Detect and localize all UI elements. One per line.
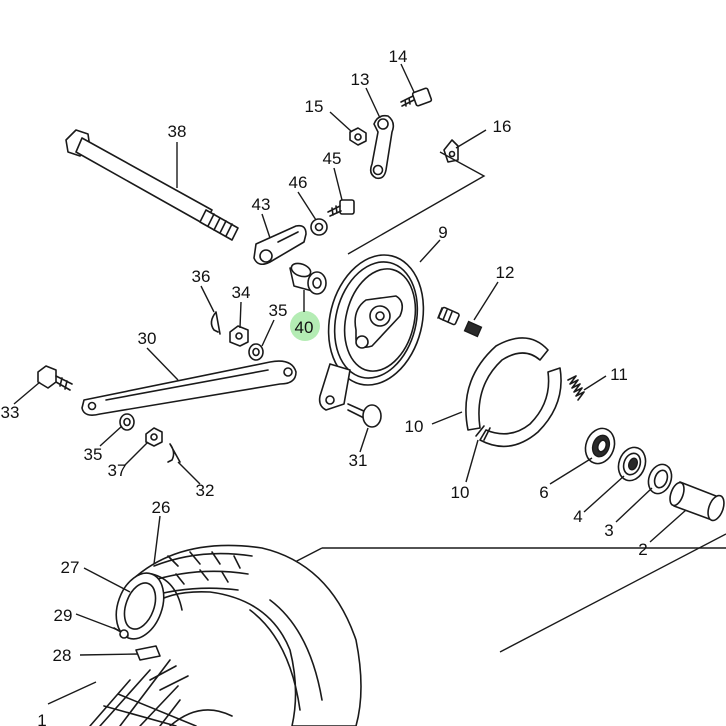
callout-46: 46: [289, 173, 308, 192]
callout-16: 16: [493, 117, 512, 136]
callout-35-upper: 35: [269, 301, 288, 320]
part-32-cotter-pin[interactable]: [167, 443, 181, 463]
callout-34: 34: [232, 283, 251, 302]
part-36-cotter-pin[interactable]: [210, 311, 221, 335]
part-34-nut[interactable]: [229, 325, 249, 347]
callout-10-lower: 10: [451, 483, 470, 502]
part-11-spring[interactable]: [567, 375, 585, 401]
callout-4: 4: [573, 507, 582, 526]
part-4-bearing[interactable]: [614, 444, 650, 485]
part-46-washer[interactable]: [310, 218, 328, 236]
callout-43: 43: [252, 195, 271, 214]
part-38-axle[interactable]: [65, 129, 239, 241]
part-40-spacer[interactable]: [289, 261, 327, 295]
callout-11: 11: [610, 365, 628, 384]
part-37-nut[interactable]: [145, 427, 163, 447]
callout-35-lower: 35: [84, 445, 103, 464]
callout-9: 9: [438, 223, 447, 242]
part-1-wheel[interactable]: [89, 659, 233, 726]
callout-6: 6: [539, 483, 548, 502]
part-35-washer-lower[interactable]: [119, 413, 135, 431]
part-2-spacer[interactable]: [667, 481, 726, 523]
part-27-sleeve[interactable]: [108, 567, 183, 646]
callout-37: 37: [108, 461, 127, 480]
part-3-ring[interactable]: [645, 461, 676, 497]
callout-26: 26: [152, 498, 171, 517]
part-35-washer-upper[interactable]: [248, 343, 264, 361]
callout-30: 30: [138, 329, 157, 348]
part-29-valve[interactable]: [113, 627, 129, 639]
part-14-bolt[interactable]: [400, 87, 433, 107]
part-9-brake-plate[interactable]: [315, 245, 436, 411]
callout-40: 40: [295, 318, 314, 337]
callout-10-upper: 10: [405, 417, 424, 436]
part-45-bolt[interactable]: [327, 199, 355, 217]
callout-28: 28: [53, 646, 72, 665]
part-12-cam[interactable]: [437, 306, 483, 338]
callout-38: 38: [168, 122, 187, 141]
callout-12: 12: [496, 263, 515, 282]
part-33-bolt[interactable]: [37, 365, 73, 391]
callout-45: 45: [323, 149, 342, 168]
part-28-nipple[interactable]: [135, 645, 161, 661]
part-10-brake-shoes[interactable]: [465, 337, 562, 448]
callout-31: 31: [349, 451, 368, 470]
callout-27: 27: [61, 558, 80, 577]
callout-32: 32: [196, 481, 215, 500]
highlight-marker: [290, 311, 320, 341]
callout-3: 3: [604, 521, 613, 540]
callout-labels: 14 13 15 16 38 45 46 43 9 36 34 12 35 40…: [1, 47, 648, 726]
callout-15: 15: [305, 97, 324, 116]
leader-lines: [13, 63, 687, 656]
callout-29: 29: [54, 606, 73, 625]
part-30-torque-arm[interactable]: [81, 360, 297, 416]
part-13-link[interactable]: [369, 114, 395, 180]
callout-1: 1: [37, 711, 46, 726]
callout-33: 33: [1, 403, 20, 422]
callout-14: 14: [389, 47, 408, 66]
part-31-bolt[interactable]: [347, 403, 382, 428]
part-6-oil-seal[interactable]: [581, 424, 620, 467]
part-43-adjuster[interactable]: [253, 224, 307, 266]
callout-36: 36: [192, 267, 211, 286]
callout-13: 13: [351, 70, 370, 89]
callout-2: 2: [638, 540, 647, 559]
part-15-nut[interactable]: [349, 127, 367, 146]
